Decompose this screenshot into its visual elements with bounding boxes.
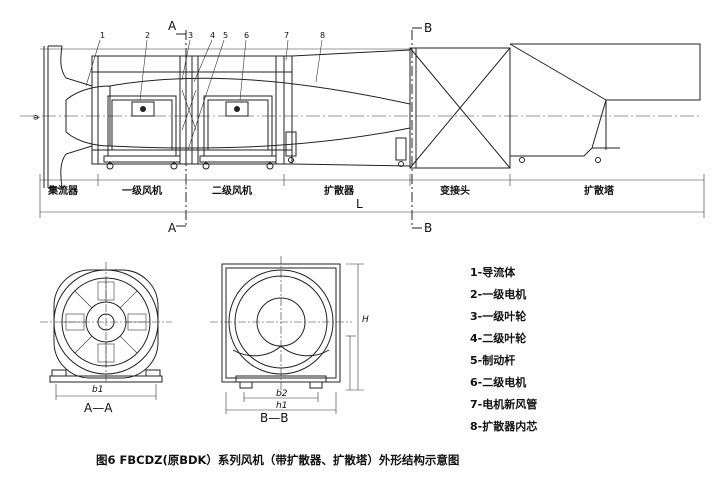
parts-legend: 1-导流体 2-一级电机 3-一级叶轮 4-二级叶轮 5-制动杆 6-二级电机 … <box>470 265 537 433</box>
segment-label: 集流器 <box>47 184 79 197</box>
callout-5: 5 <box>223 31 228 40</box>
dim-b1: b1 <box>92 385 103 395</box>
dim-h: H <box>362 315 369 325</box>
cut-mark-b-top: B <box>424 21 432 35</box>
section-view-aa <box>40 262 172 400</box>
segment-label: 二级风机 <box>212 184 252 197</box>
transition-piece <box>409 47 511 169</box>
figure-caption: 图6 FBCDZ(原BDK）系列风机（带扩散器、扩散塔）外形结构示意图 <box>96 453 459 467</box>
cut-mark-a-top: A <box>168 19 177 33</box>
callout-1: 1 <box>100 31 105 40</box>
svg-text:φ: φ <box>31 115 40 120</box>
callout-4: 4 <box>210 31 215 40</box>
dimension-lines <box>39 174 705 218</box>
cut-mark-a-bottom: A <box>168 221 177 235</box>
view-label-aa: A—A <box>84 401 113 415</box>
legend-item: 7-电机新风管 <box>470 397 537 411</box>
legend-item: 5-制动杆 <box>470 353 515 367</box>
legend-item: 1-导流体 <box>470 265 516 279</box>
segment-label: 一级风机 <box>122 184 162 197</box>
side-view: φ <box>20 19 705 235</box>
section-view-bb <box>210 256 364 414</box>
legend-item: 4-二级叶轮 <box>470 331 526 345</box>
diffuser <box>109 49 411 167</box>
callout-7: 7 <box>284 31 289 40</box>
legend-item: 3-一级叶轮 <box>470 309 526 323</box>
callout-3: 3 <box>188 31 193 40</box>
callout-6: 6 <box>244 31 249 40</box>
dim-b2: b2 <box>276 389 288 399</box>
legend-item: 6-二级电机 <box>470 375 526 389</box>
callout-leaders <box>85 39 323 151</box>
total-length-label: L <box>356 197 363 211</box>
diffuser-tower <box>509 43 701 163</box>
view-label-bb: B—B <box>260 411 288 425</box>
callout-2: 2 <box>145 31 150 40</box>
cut-mark-b-bottom: B <box>424 221 432 235</box>
callout-8: 8 <box>320 31 325 40</box>
dim-h1: h1 <box>276 401 287 411</box>
legend-item: 2-一级电机 <box>470 287 526 301</box>
segment-label: 变接头 <box>440 184 470 197</box>
legend-item: 8-扩散器内芯 <box>470 419 537 433</box>
primary-motor <box>103 95 181 170</box>
secondary-motor <box>199 95 277 170</box>
segment-label: 扩散塔 <box>584 184 615 197</box>
segment-label: 扩散器 <box>324 184 355 197</box>
